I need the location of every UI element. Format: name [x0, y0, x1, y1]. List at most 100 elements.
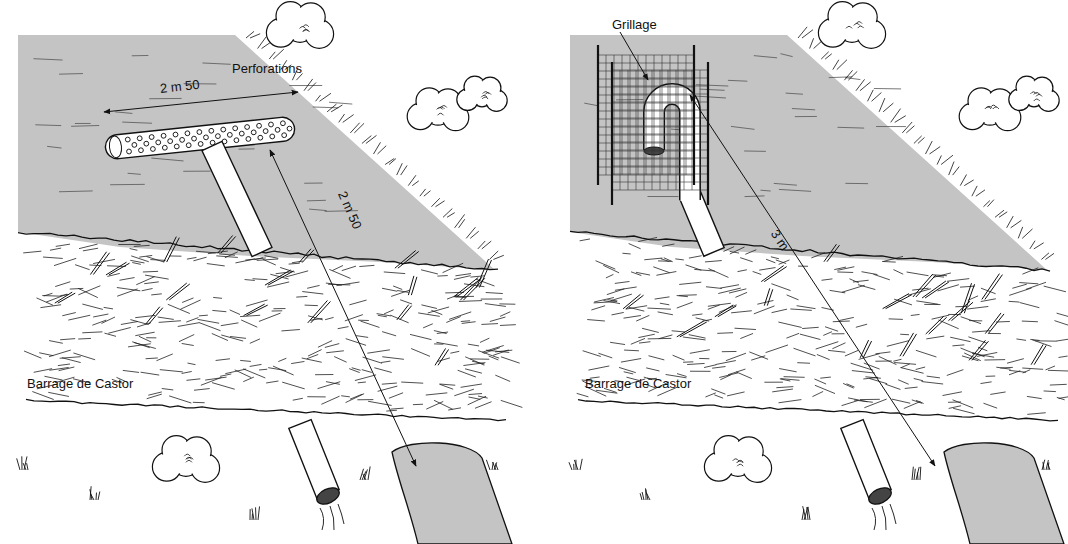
dam-hatch	[470, 276, 484, 277]
dam-hatch	[778, 322, 801, 327]
bank-grass	[316, 93, 331, 101]
bank-grass	[833, 60, 847, 70]
dam-hatch	[235, 259, 255, 263]
dam-hatch	[615, 281, 630, 283]
dam-hatch	[718, 288, 741, 293]
dam-hatch	[342, 266, 356, 271]
bank-grass	[362, 135, 377, 143]
dam-hatch	[709, 269, 729, 278]
dam-stick	[164, 237, 180, 262]
dam-hatch	[437, 275, 447, 277]
dam-hatch	[832, 343, 845, 349]
dam-hatch	[577, 393, 589, 396]
dam-hatch	[604, 301, 621, 304]
dam-hatch	[784, 376, 805, 378]
dam-hatch	[78, 288, 98, 297]
dam-hatch	[341, 396, 350, 397]
dam-hatch	[83, 248, 98, 251]
water-streak	[786, 93, 803, 94]
dam-hatch	[948, 401, 961, 402]
dam-stick	[435, 348, 449, 365]
dam-hatch	[123, 370, 139, 372]
dam-hatch	[307, 285, 319, 288]
dam-hatch	[611, 312, 623, 314]
dam-hatch	[307, 396, 325, 397]
grass-tuft	[17, 456, 28, 470]
water-streak	[874, 88, 901, 89]
dam-hatch	[212, 383, 235, 390]
dam-hatch	[779, 369, 796, 372]
bank-grass	[1041, 253, 1054, 260]
dam-hatch	[465, 369, 482, 373]
dam-hatch	[649, 356, 665, 360]
dam-hatch	[478, 396, 488, 398]
dam-hatch	[754, 306, 775, 314]
dam-hatch	[779, 260, 790, 264]
dam-hatch	[23, 251, 41, 253]
dam-hatch	[130, 260, 144, 263]
dam-hatch	[421, 305, 436, 309]
bank-grass	[443, 209, 455, 218]
grass-tuft	[802, 506, 810, 520]
dam-hatch	[240, 315, 260, 316]
dimension-line	[270, 150, 416, 466]
bank-grass	[821, 52, 832, 59]
dam-hatch	[900, 368, 923, 374]
dam-hatch	[797, 362, 810, 364]
dam-hatch	[689, 256, 702, 258]
dam-hatch	[381, 361, 390, 362]
dam-hatch	[468, 344, 479, 346]
dam-hatch	[264, 256, 278, 259]
dam-hatch	[246, 300, 268, 306]
water-streak	[75, 123, 91, 124]
dam-stick	[146, 307, 163, 325]
dam-hatch	[658, 260, 671, 261]
dam-hatch	[1022, 268, 1038, 274]
dam-hatch	[864, 399, 886, 408]
dam-hatch	[82, 304, 103, 309]
outlet-pipe	[289, 420, 339, 499]
dam-hatch	[40, 305, 61, 308]
dam-hatch	[104, 333, 116, 336]
dam-hatch	[119, 278, 134, 281]
dam-hatch	[434, 331, 447, 334]
dam-hatch	[981, 299, 996, 302]
dam-hatch	[815, 385, 835, 393]
dam-hatch	[580, 239, 590, 241]
dam-hatch	[382, 288, 397, 291]
dam-hatch	[358, 382, 366, 384]
bank-grass	[914, 136, 925, 144]
water-streak	[202, 63, 230, 64]
dam-hatch	[683, 361, 693, 362]
dam-hatch	[156, 354, 172, 361]
dam-stick	[106, 262, 130, 275]
outflow-stream	[392, 443, 512, 544]
water-streak	[744, 150, 766, 151]
dam-hatch	[892, 399, 910, 403]
dam-hatch	[825, 327, 838, 331]
dam-hatch	[92, 320, 106, 325]
dam-hatch	[679, 282, 701, 284]
dam-hatch	[706, 287, 722, 289]
dam-hatch	[823, 332, 832, 336]
dam-crest	[570, 231, 1050, 271]
grass-tuft	[640, 488, 650, 500]
bank-grass	[1007, 216, 1022, 228]
dam-hatch	[169, 396, 191, 403]
dam-hatch	[779, 400, 802, 403]
water-streak	[792, 109, 815, 110]
dam-hatch	[463, 363, 485, 366]
dam-hatch	[583, 351, 601, 357]
dam-hatch	[326, 351, 344, 353]
dam-hatch	[358, 320, 369, 321]
dam-hatch	[141, 372, 160, 375]
dam-hatch	[461, 384, 482, 387]
dam-hatch	[32, 392, 53, 400]
dam-hatch	[357, 399, 373, 400]
dam-hatch	[449, 312, 471, 319]
dam-hatch	[624, 372, 633, 374]
grass-tuft	[360, 466, 370, 480]
dam-hatch	[446, 317, 460, 323]
dam-hatch	[455, 274, 471, 276]
water-streak	[307, 200, 326, 202]
